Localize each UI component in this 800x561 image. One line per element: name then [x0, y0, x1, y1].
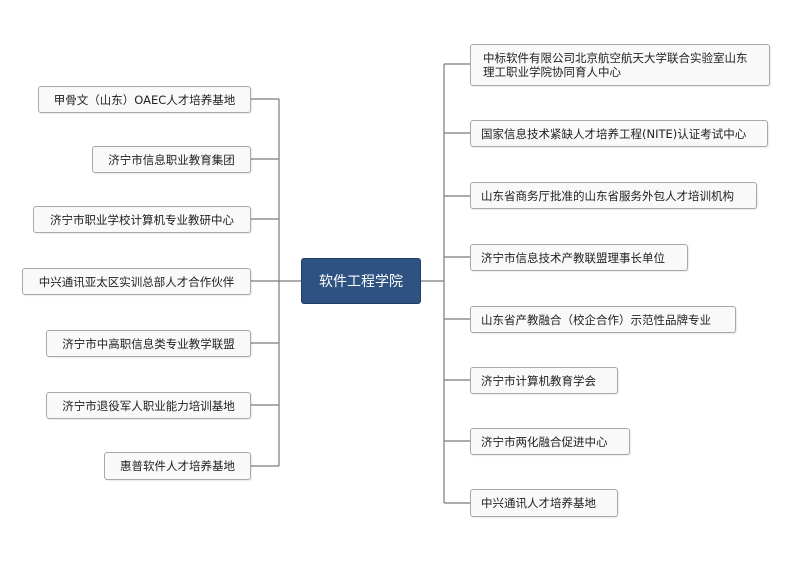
right-node-6[interactable]: 济宁市计算机教育学会	[470, 367, 618, 394]
right-node-2[interactable]: 国家信息技术紧缺人才培养工程(NITE)认证考试中心	[470, 120, 768, 147]
center-topic[interactable]: 软件工程学院	[301, 258, 421, 304]
left-node-4[interactable]: 中兴通讯亚太区实训总部人才合作伙伴	[22, 268, 251, 295]
right-node-5[interactable]: 山东省产教融合（校企合作）示范性品牌专业	[470, 306, 736, 333]
right-node-8[interactable]: 中兴通讯人才培养基地	[470, 489, 618, 517]
right-node-4[interactable]: 济宁市信息技术产教联盟理事长单位	[470, 244, 688, 271]
left-node-7[interactable]: 惠普软件人才培养基地	[104, 452, 251, 480]
left-node-2[interactable]: 济宁市信息职业教育集团	[92, 146, 251, 173]
right-node-3[interactable]: 山东省商务厅批准的山东省服务外包人才培训机构	[470, 182, 757, 209]
left-node-1[interactable]: 甲骨文（山东）OAEC人才培养基地	[38, 86, 251, 113]
left-node-5[interactable]: 济宁市中高职信息类专业教学联盟	[46, 330, 251, 357]
right-node-1[interactable]: 中标软件有限公司北京航空航天大学联合实验室山东理工职业学院协同育人中心	[470, 44, 770, 86]
right-node-7[interactable]: 济宁市两化融合促进中心	[470, 428, 630, 455]
left-node-3[interactable]: 济宁市职业学校计算机专业教研中心	[33, 206, 251, 233]
left-node-6[interactable]: 济宁市退役军人职业能力培训基地	[46, 392, 251, 419]
